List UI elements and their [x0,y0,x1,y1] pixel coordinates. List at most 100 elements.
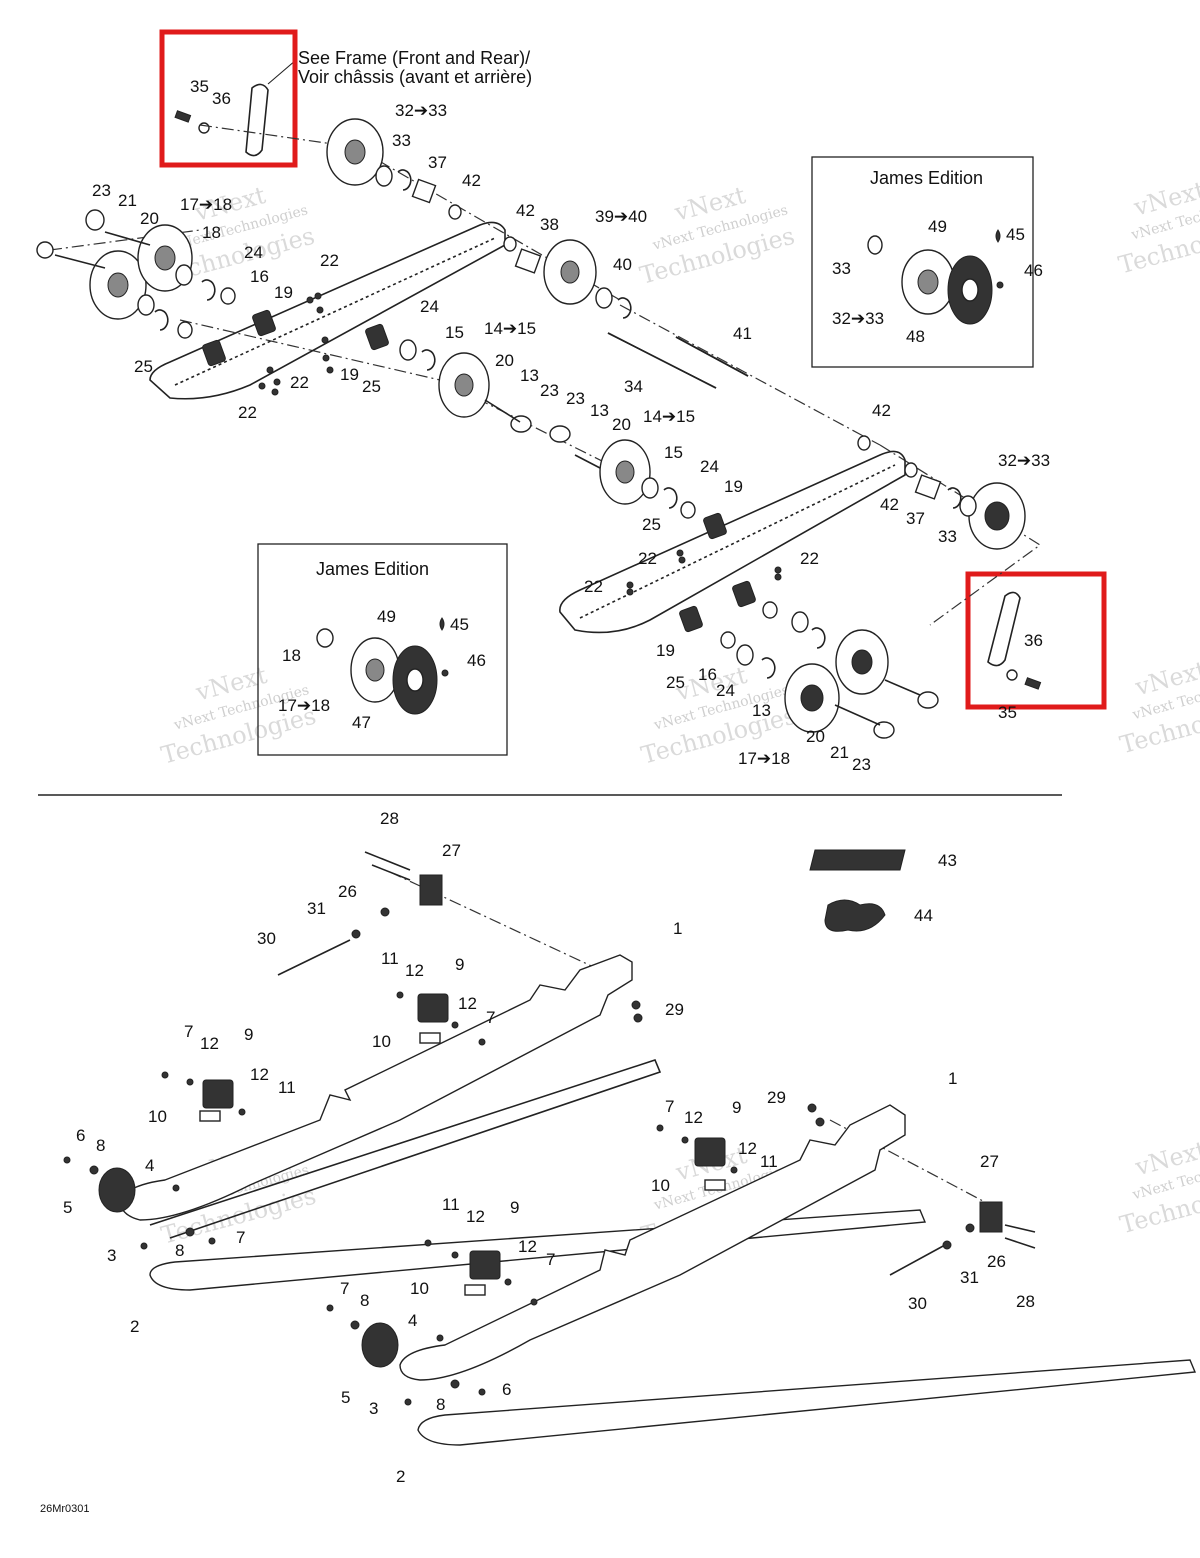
callout-45: 45 [1006,225,1025,244]
callout-42: 42 [872,401,891,420]
inset-james-edition-bottom: James Edition 49 45 18 46 17➔18 47 [257,543,508,756]
callout-2: 2 [396,1467,405,1486]
callout-12: 12 [684,1108,703,1127]
axle-blocks [202,309,756,633]
callout-12: 12 [200,1034,219,1053]
callout-22: 22 [238,403,257,422]
callout-15: 15 [664,443,683,462]
bearings-and-clips [36,165,977,739]
callout-4: 4 [408,1311,417,1330]
rear-suspension-rail [559,450,906,634]
callout-32-33: 32➔33 [998,451,1050,470]
callout-8: 8 [175,1241,184,1260]
drawing-code: 26Mr0301 [40,1503,90,1515]
callout-20: 20 [612,415,631,434]
callout-27: 27 [980,1152,999,1171]
slider-shoe-right [417,1359,1197,1446]
callout-42: 42 [880,495,899,514]
callout-40: 40 [613,255,632,274]
callout-29: 29 [767,1088,786,1107]
slide-rail-right [399,1104,906,1381]
callout-14-15: 14➔15 [484,319,536,338]
callout-13: 13 [520,366,539,385]
callout-5: 5 [341,1388,350,1407]
callout-10: 10 [410,1279,429,1298]
callout-24: 24 [700,457,719,476]
callouts-bottom-assembly: 28 27 26 31 30 1 11 12 9 12 7 29 10 7 12… [63,809,1035,1486]
callout-46: 46 [467,651,486,670]
callout-14-15: 14➔15 [643,407,695,426]
callout-38: 38 [540,215,559,234]
callout-17-18: 17➔18 [180,195,232,214]
callout-12: 12 [518,1237,537,1256]
callout-11: 11 [278,1078,296,1097]
callout-37: 37 [906,509,925,528]
callout-9: 9 [510,1198,519,1217]
callout-11: 11 [442,1195,460,1214]
callout-49: 49 [377,607,396,626]
long-bolts [277,851,1036,1276]
highlight-box-rear [965,571,1107,710]
inset-title: James Edition [870,168,983,188]
callout-18: 18 [202,223,221,242]
callout-42: 42 [516,201,535,220]
callout-20: 20 [140,209,159,228]
callout-13: 13 [752,701,771,720]
fasteners-bottom [63,907,975,1406]
callout-8: 8 [96,1136,105,1155]
callout-44: 44 [914,906,933,925]
callout-32-33: 32➔33 [395,101,447,120]
callout-17-18: 17➔18 [278,696,330,715]
rubber-stoppers [199,993,726,1296]
callout-23: 23 [540,381,559,400]
callout-12: 12 [466,1207,485,1226]
callout-27: 27 [442,841,461,860]
highlight-box-front [159,29,298,168]
callout-32-33: 32➔33 [832,309,884,328]
callout-11: 11 [381,949,399,968]
callout-23: 23 [566,389,585,408]
callout-12: 12 [458,994,477,1013]
callout-9: 9 [732,1098,741,1117]
callout-3: 3 [369,1399,378,1418]
callout-33: 33 [938,527,957,546]
callout-6: 6 [76,1126,85,1145]
callout-30: 30 [257,929,276,948]
inset-james-edition-top: James Edition 49 45 33 46 32➔33 48 [811,156,1043,368]
callout-22: 22 [584,577,603,596]
callout-41: 41 [733,324,752,343]
callout-20: 20 [495,351,514,370]
callout-49: 49 [928,217,947,236]
callout-24: 24 [716,681,735,700]
callout-24: 24 [244,243,263,262]
callout-19: 19 [340,365,359,384]
callout-12: 12 [738,1139,757,1158]
callout-6: 6 [502,1380,511,1399]
frame-reference-note-fr: Voir châssis (avant et arrière) [298,67,532,87]
callout-35: 35 [190,77,209,96]
callout-37: 37 [428,153,447,172]
callout-42: 42 [462,171,481,190]
leader-line [267,59,297,85]
callout-2: 2 [130,1317,139,1336]
callout-28: 28 [380,809,399,828]
callout-10: 10 [148,1107,167,1126]
callout-17-18: 17➔18 [738,749,790,768]
callout-23: 23 [92,181,111,200]
callout-8: 8 [436,1395,445,1414]
callout-7: 7 [546,1250,555,1269]
callout-29: 29 [665,1000,684,1019]
callout-7: 7 [340,1279,349,1298]
callout-34: 34 [624,377,643,396]
callout-21: 21 [830,743,849,762]
callout-39-40: 39➔40 [595,207,647,226]
callout-26: 26 [338,882,357,901]
callout-3: 3 [107,1246,116,1265]
callout-31: 31 [307,899,326,918]
callout-26: 26 [987,1252,1006,1271]
callout-25: 25 [666,673,685,692]
callout-22: 22 [638,549,657,568]
mounting-blocks [419,874,1003,1233]
callout-9: 9 [244,1025,253,1044]
callout-33: 33 [392,131,411,150]
